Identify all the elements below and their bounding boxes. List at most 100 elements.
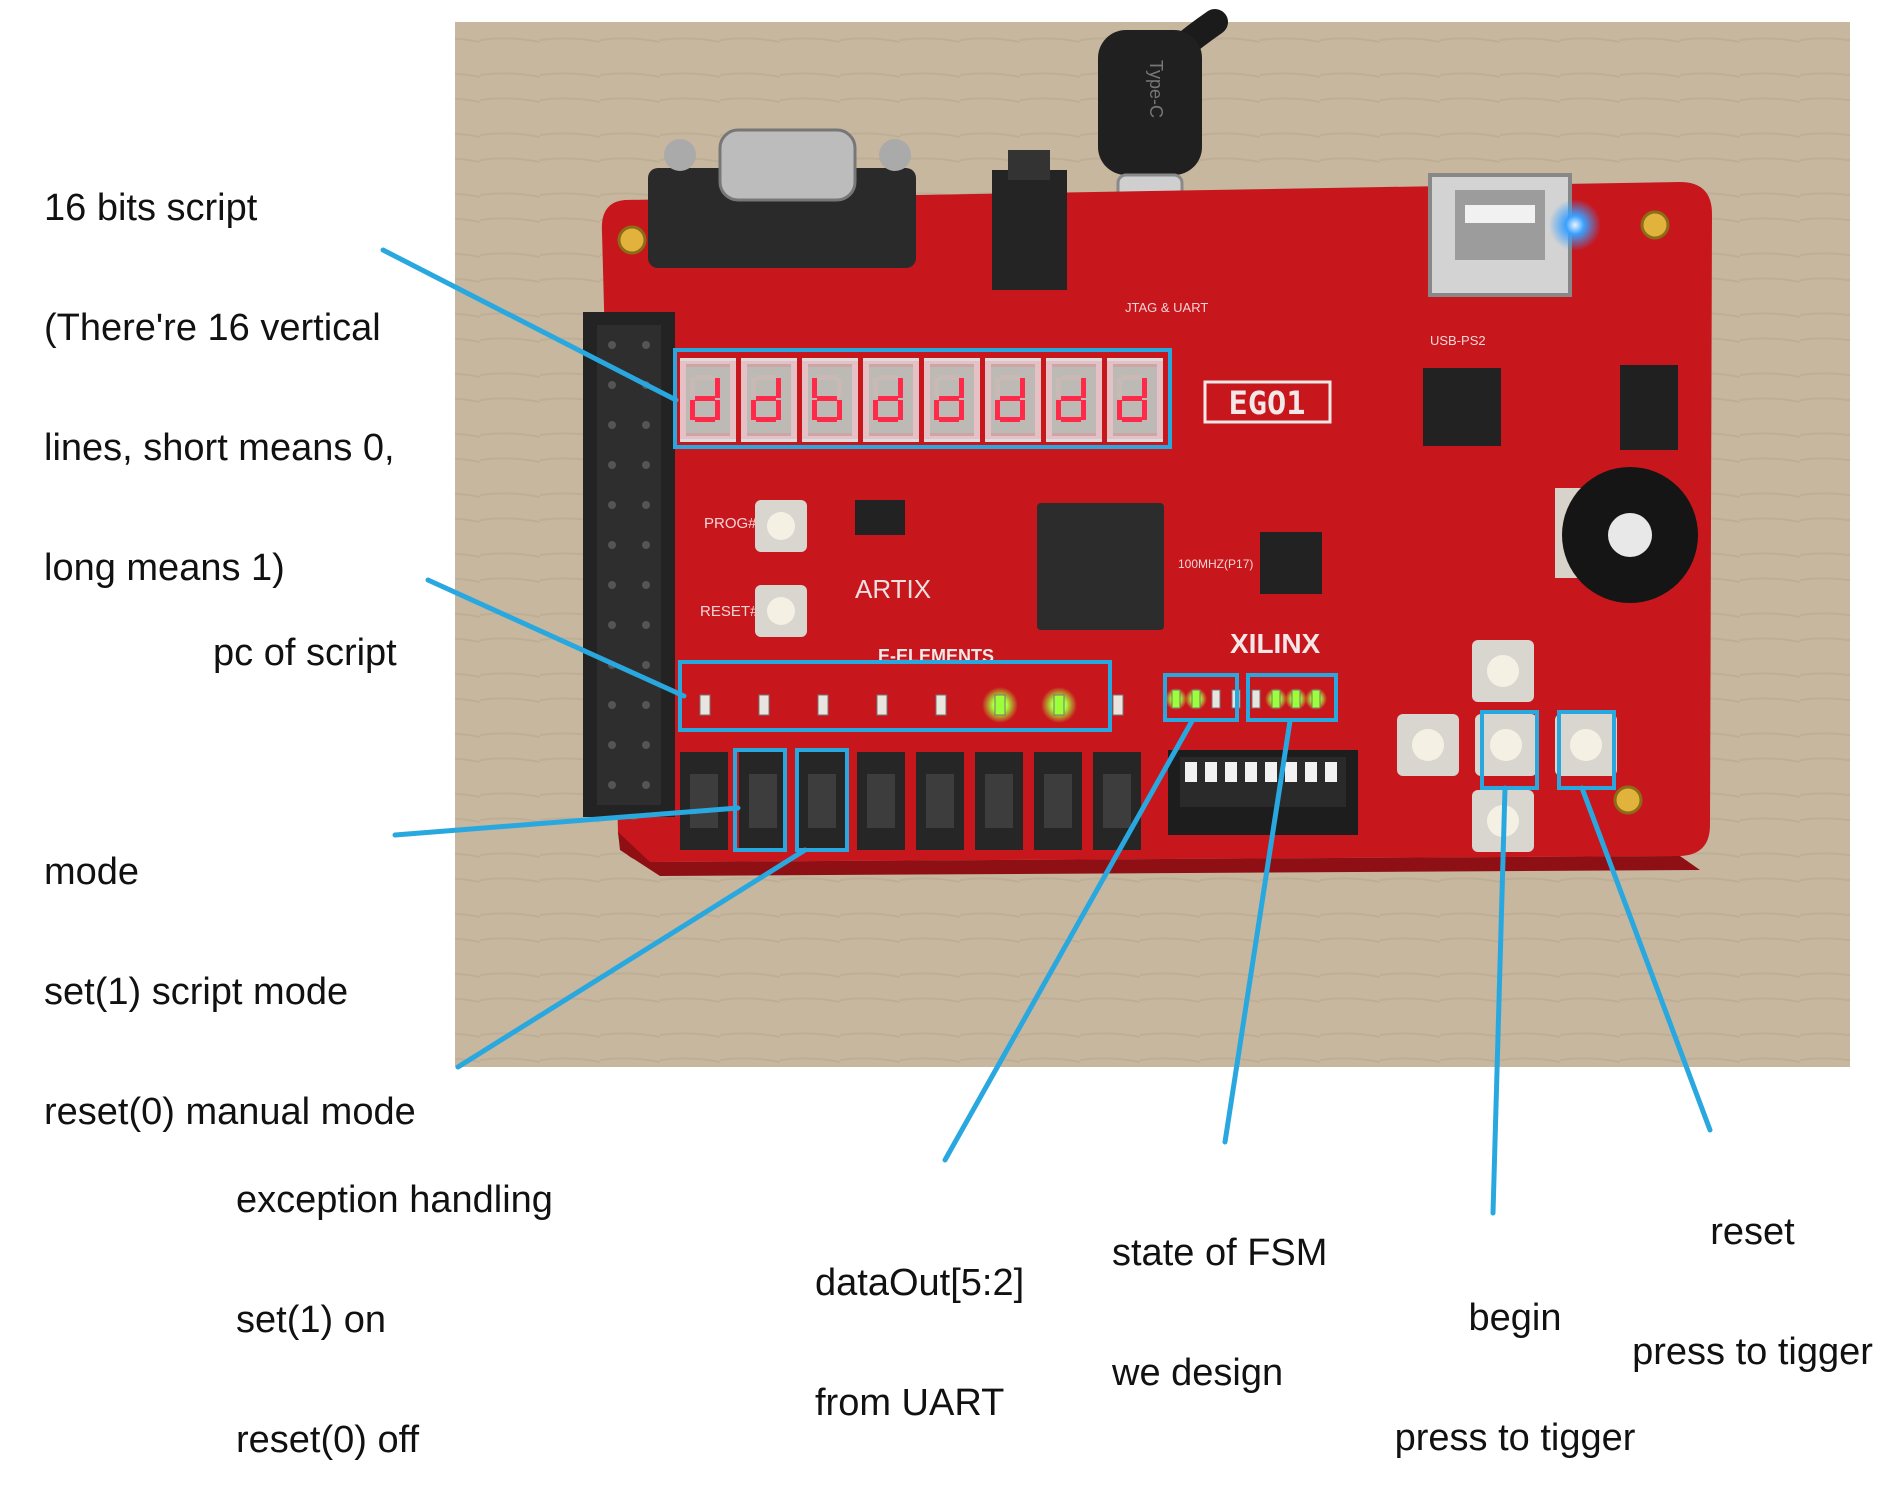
label-dataout: dataOut[5:2] from UART [815, 1262, 1025, 1424]
segment-e [751, 400, 756, 420]
sram-chip [1260, 532, 1322, 594]
silk-clock: 100MHZ(P17) [1178, 557, 1253, 571]
switch-knob [808, 774, 836, 828]
line-script [380, 247, 679, 403]
segment-glow [985, 361, 1041, 439]
type-c-plug [1098, 30, 1202, 175]
status-led-7 [1191, 689, 1201, 709]
segment-b [1081, 378, 1086, 398]
segment-f [812, 378, 817, 398]
prog-button[interactable] [755, 500, 807, 552]
pc-led-2 [1053, 694, 1065, 716]
pc-led-4 [935, 694, 947, 716]
segment-g [1061, 396, 1081, 401]
segment-glow [802, 361, 858, 439]
db9-connector [648, 128, 916, 268]
segment-d [878, 417, 898, 422]
segment-g [939, 396, 959, 401]
segment-g [817, 396, 837, 401]
dip-levers [1185, 762, 1337, 782]
callout-lines [380, 247, 1713, 1216]
segment-c [1081, 400, 1086, 420]
artix-logo: ARTIX [855, 574, 931, 604]
segment-glow [680, 361, 736, 439]
exception-switch-box [795, 748, 849, 852]
type-c-label: Type-C [1146, 60, 1166, 118]
segment-a [878, 375, 898, 380]
segment-b [715, 378, 720, 398]
label-fsm: state of FSM we design [1112, 1232, 1328, 1394]
segment-b [1020, 378, 1025, 398]
segment-d [695, 417, 715, 422]
switch-knob [1103, 774, 1131, 828]
segment-g [756, 396, 776, 401]
power-led-blue [1549, 199, 1601, 251]
switch-knob [690, 774, 718, 828]
pushbutton-left[interactable] [1397, 714, 1459, 776]
segment-e [934, 400, 939, 420]
segment-a [1122, 375, 1142, 380]
line-fsm [1222, 718, 1293, 1145]
begin-pushbutton[interactable] [1475, 714, 1537, 776]
switch-knob [985, 774, 1013, 828]
switch-knob [749, 774, 777, 828]
reset-pushbutton[interactable] [1555, 714, 1617, 776]
begin-button-box [1480, 710, 1539, 790]
status-led-2 [1291, 689, 1301, 709]
line-reset [1579, 785, 1713, 1133]
segment-a [695, 375, 715, 380]
line-pc [425, 577, 687, 699]
line-exception [455, 847, 808, 1070]
segment-a [817, 375, 837, 380]
segment-f [934, 378, 939, 398]
segment-f [1056, 378, 1061, 398]
usb-uart-chip [1423, 368, 1501, 446]
label-script-bits: 16 bits script (There're 16 vertical lin… [44, 187, 395, 589]
segment-glow [1046, 361, 1102, 439]
segment-a [939, 375, 959, 380]
segment-d [817, 417, 837, 422]
status-led-8 [1171, 689, 1181, 709]
segment-e [873, 400, 878, 420]
silk-usb: USB-PS2 [1430, 333, 1486, 348]
segment-d [939, 417, 959, 422]
ego1-logo [1203, 380, 1332, 424]
segment-e [690, 400, 695, 420]
segment-glow [741, 361, 797, 439]
switch-knob [926, 774, 954, 828]
label-begin: begin press to tigger [1394, 1297, 1636, 1459]
dip-lever [1285, 762, 1297, 782]
segment-g [1000, 396, 1020, 401]
segment-g [695, 396, 715, 401]
segment-e [1117, 400, 1122, 420]
usb-port [1428, 173, 1572, 297]
silk-reset: RESET# [700, 603, 759, 620]
switch-knob [1044, 774, 1072, 828]
header-pins [608, 341, 650, 789]
pc-led-7 [758, 694, 770, 716]
fpga-reset-button[interactable] [755, 585, 807, 637]
dip-lever [1205, 762, 1217, 782]
segment-b [959, 378, 964, 398]
segment-d [1122, 417, 1142, 422]
segment-f [690, 378, 695, 398]
segment-e [812, 400, 817, 420]
segment-b [837, 378, 842, 398]
segment-d [756, 417, 776, 422]
slide-switches [680, 752, 1141, 850]
status-led-3 [1271, 689, 1281, 709]
silk-jtag: JTAG & UART [1125, 300, 1208, 315]
pushbutton-up[interactable] [1472, 640, 1534, 702]
power-switch[interactable] [1620, 365, 1678, 450]
segment-c [837, 400, 842, 420]
segment-c [1020, 400, 1025, 420]
label-pc: pc of script [213, 632, 397, 674]
segment-c [715, 400, 720, 420]
xilinx-logo: XILINX [1230, 628, 1321, 659]
dataout-led-box [1163, 673, 1239, 722]
silk-prog: PROG# [704, 515, 757, 532]
pc-led-1 [1112, 694, 1124, 716]
segment-glow [924, 361, 980, 439]
segment-f [751, 378, 756, 398]
seven-segment-display [680, 358, 1163, 442]
